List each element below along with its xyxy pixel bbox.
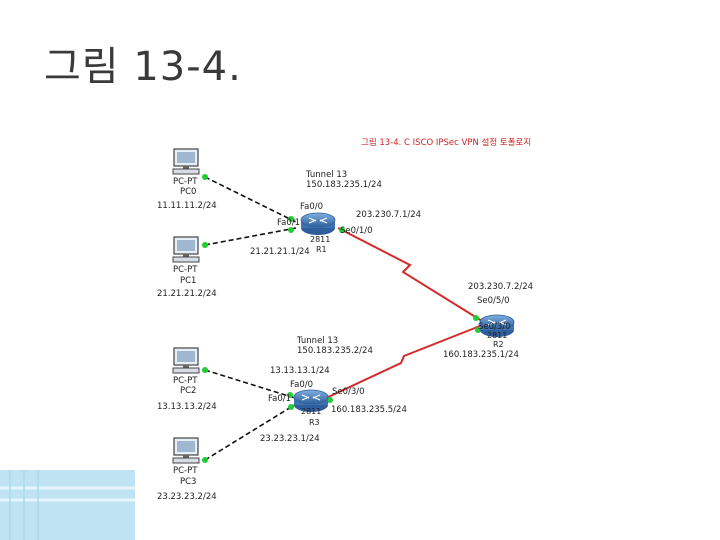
pc2-ip-label: 13.13.13.2/24 — [157, 402, 217, 412]
router-r1-model: 2811 — [310, 235, 330, 244]
pc2-icon — [172, 347, 200, 374]
port-status-dots — [202, 174, 481, 463]
router-r2-model: 2811 — [487, 331, 507, 340]
serial-links — [323, 227, 483, 400]
r2-se05-ip-label: 203.230.7.2/24 — [468, 282, 533, 292]
link-pc0-r1 — [204, 176, 297, 223]
r1-se-label: Se0/1/0 — [340, 226, 373, 236]
link-r1-r2 — [337, 227, 483, 322]
pc1-ip-label: 21.21.21.2/24 — [157, 289, 217, 299]
router-r1-node[interactable]: 2811 R1 — [300, 212, 336, 254]
r2-se03-label: Se0/3/0 — [478, 322, 511, 332]
tunnel1-name: Tunnel 13 — [305, 170, 347, 180]
pc1-type-label: PC-PT — [173, 265, 198, 275]
pc3-ip-label: 23.23.23.2/24 — [157, 492, 217, 502]
pc0-icon — [172, 148, 200, 175]
router-r1-name: R1 — [316, 245, 327, 254]
r1-se-ip-label: 203.230.7.1/24 — [356, 210, 421, 220]
r3-se-label: Se0/3/0 — [332, 387, 365, 397]
pc1-node[interactable]: PC-PT PC1 21.21.21.2/24 — [157, 236, 217, 299]
pc0-name-label: PC0 — [180, 187, 196, 197]
pc1-name-label: PC1 — [180, 276, 196, 286]
router-r3-node[interactable]: 2811 R3 — [293, 389, 329, 427]
r3-fa00-label: Fa0/0 — [290, 380, 313, 390]
pc1-icon — [172, 236, 200, 263]
router-r3-name: R3 — [309, 418, 320, 427]
pc3-name-label: PC3 — [180, 477, 196, 487]
pc3-type-label: PC-PT — [173, 466, 198, 476]
pc0-node[interactable]: PC-PT PC0 11.11.11.2/24 — [157, 148, 217, 211]
slide-title: 그림 13-4. — [44, 44, 242, 90]
r1-fa00-label: Fa0/0 — [300, 202, 323, 212]
router-r1-icon — [300, 212, 336, 236]
router-r2-name: R2 — [493, 340, 504, 349]
r3-fa01-label: Fa0/1 — [268, 394, 291, 404]
pc3-node[interactable]: PC-PT PC3 23.23.23.2/24 — [157, 437, 217, 502]
router-r2-node[interactable]: 2811 R2 — [479, 314, 515, 349]
pc2-name-label: PC2 — [180, 386, 196, 396]
router-r3-model: 2811 — [301, 407, 321, 416]
link-r3-r2 — [323, 325, 481, 400]
pc0-ip-label: 11.11.11.2/24 — [157, 201, 217, 211]
tunnel2-ip: 150.183.235.2/24 — [297, 346, 373, 356]
r2-se03-ip-label: 160.183.235.1/24 — [443, 350, 519, 360]
link-pc3-r3 — [204, 403, 297, 461]
diagram-caption: 그림 13-4. C ISCO IPSec VPN 설정 토폴로지 — [361, 137, 531, 148]
r1-fa01-label: Fa0/1 — [277, 218, 300, 228]
link-pc1-r1 — [204, 227, 297, 246]
tunnel1-ip: 150.183.235.1/24 — [306, 180, 382, 190]
r3-fa01-ip-label: 23.23.23.1/24 — [260, 434, 320, 444]
ethernet-links — [204, 176, 297, 461]
r1-fa01-ip-label: 21.21.21.1/24 — [250, 247, 310, 257]
pc2-type-label: PC-PT — [173, 376, 198, 386]
pc2-node[interactable]: PC-PT PC2 13.13.13.2/24 — [157, 347, 217, 412]
pc0-type-label: PC-PT — [173, 177, 198, 187]
r2-se05-label: Se0/5/0 — [477, 296, 510, 306]
tunnel2-name: Tunnel 13 — [296, 336, 338, 346]
pc3-icon — [172, 437, 200, 464]
r3-se-ip-label: 160.183.235.5/24 — [331, 405, 407, 415]
r3-fa00-ip-label: 13.13.13.1/24 — [270, 366, 330, 376]
corner-accent-decoration — [0, 470, 135, 540]
